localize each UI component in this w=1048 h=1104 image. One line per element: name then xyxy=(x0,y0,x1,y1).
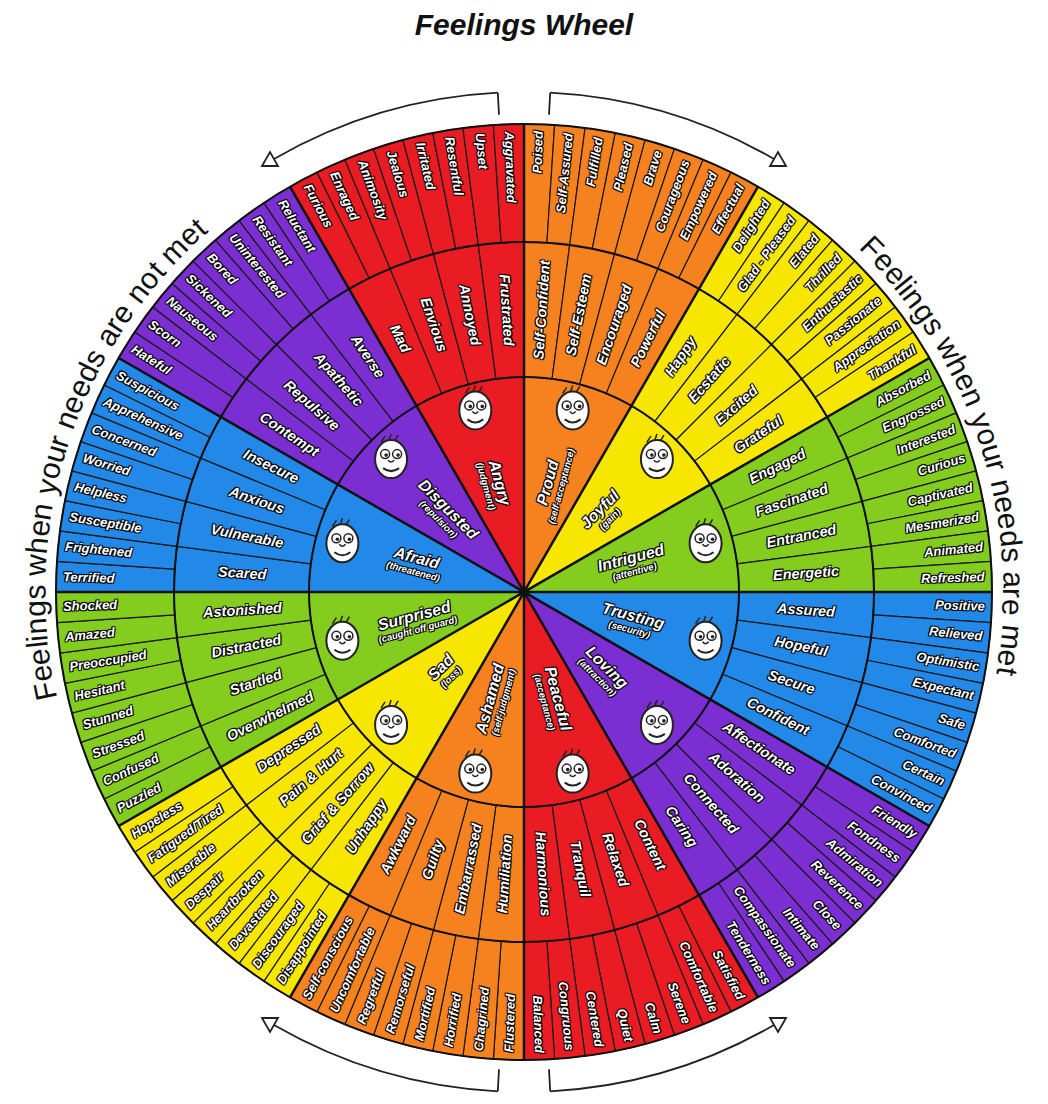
sector-lines xyxy=(56,124,992,1060)
caption-letter xyxy=(997,562,1027,572)
face-icon xyxy=(326,518,358,562)
detail-feeling-label: Positive xyxy=(935,598,985,614)
face-icon xyxy=(375,434,407,478)
caption-letter xyxy=(20,576,50,585)
outer-rim xyxy=(56,124,992,1060)
arrowhead xyxy=(770,1018,786,1032)
caption-letter: s xyxy=(20,585,50,600)
detail-feeling-label: Refreshed xyxy=(921,570,985,586)
face-icon xyxy=(459,385,491,429)
face-icon xyxy=(557,749,589,793)
middle-cell: Energetic xyxy=(735,544,876,594)
bracket-arc xyxy=(274,1025,498,1091)
face-icon xyxy=(641,434,673,478)
ring-lines xyxy=(56,124,992,1060)
detail-feeling-label: Flustered xyxy=(502,994,518,1053)
wedge-shape xyxy=(737,546,874,592)
caption-letter: w xyxy=(20,553,51,576)
detail-feeling-label: Balanced xyxy=(530,995,546,1053)
wedge-shape xyxy=(174,592,311,638)
wedge-shape xyxy=(524,941,555,1060)
middle-cell: Frustrated xyxy=(476,240,526,381)
face-icon xyxy=(641,700,673,744)
detail-feeling-label: Poised xyxy=(531,131,547,174)
caption-letter: s xyxy=(996,546,1027,563)
title: Feelings Wheel xyxy=(0,8,1048,42)
outer-cell: Aggravated xyxy=(491,122,526,245)
middle-cell: Harmonious xyxy=(522,803,572,944)
caption-letter: h xyxy=(22,535,53,554)
bracket-arc xyxy=(274,93,498,159)
detail-feeling-label: Terrified xyxy=(63,570,115,586)
face-icon xyxy=(459,749,491,793)
arrowhead xyxy=(262,152,278,166)
bracket-tick xyxy=(498,93,550,1092)
bracket-arc xyxy=(550,93,774,159)
caption-letter: a xyxy=(998,571,1028,588)
wedge-shape xyxy=(478,242,524,379)
arrowhead xyxy=(770,152,786,166)
face-icon xyxy=(557,385,589,429)
caption-letter: e xyxy=(23,646,55,667)
wedge-shape xyxy=(524,805,570,942)
bracket-arrows xyxy=(262,93,786,1092)
wedge-shape xyxy=(873,561,992,592)
caption-letter: g xyxy=(20,600,51,618)
face-icon xyxy=(375,700,407,744)
wedge-shape xyxy=(56,592,175,623)
curved-caption: Feelings when your needs are met xyxy=(852,228,1034,691)
caption-letter: d xyxy=(994,528,1026,548)
detail-feeling-label: Shocked xyxy=(63,598,118,614)
caption-letter: m xyxy=(995,623,1027,651)
bracket-arc xyxy=(550,1025,774,1091)
curved-caption: Feelings when your needs are not met xyxy=(15,207,219,712)
sector-line xyxy=(290,187,758,998)
outer-cell: Shocked xyxy=(54,590,177,625)
outer-cell: Balanced xyxy=(522,939,557,1062)
face-icon xyxy=(326,616,358,660)
outer-cell: Refreshed xyxy=(871,559,994,594)
middle-cell: Astonished xyxy=(172,590,313,640)
feeling-label: Scared xyxy=(217,564,266,583)
arrowhead xyxy=(262,1018,278,1032)
caption-letter: n xyxy=(21,617,52,636)
face-icon xyxy=(690,518,722,562)
wedge-shape xyxy=(493,124,524,243)
face-icon xyxy=(690,616,722,660)
caption-letter: e xyxy=(998,598,1028,616)
feeling-label: Assured xyxy=(776,601,835,621)
detail-feeling-label: Upset xyxy=(472,133,490,170)
detail-feeling-label: Aggravated xyxy=(502,131,519,203)
caption-letter: r xyxy=(998,588,1028,598)
